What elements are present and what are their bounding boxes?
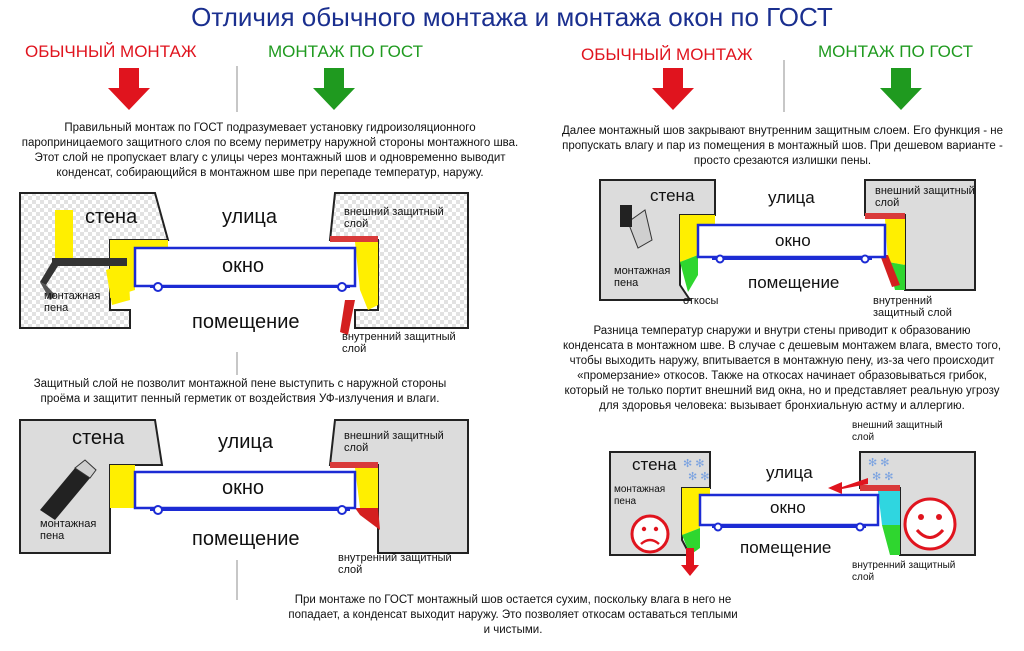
- label-inner-layer: внутренний защитный слой: [338, 552, 452, 576]
- label-street: улица: [222, 206, 277, 228]
- label-foam: монтажная пена: [44, 290, 101, 314]
- red-down-arrow-icon: [652, 68, 694, 110]
- label-window: окно: [222, 255, 265, 277]
- label-foam: монтажная пена: [614, 484, 666, 507]
- label-window: окно: [775, 231, 811, 250]
- diagram-1: [19, 192, 469, 335]
- smiley-face-icon: [903, 497, 957, 551]
- label-street: улица: [218, 431, 273, 453]
- label-outer-layer: внешний защитный слой: [875, 185, 975, 209]
- label-outer-layer: внешний защитный слой: [852, 420, 943, 443]
- moisture-down-arrow-icon: [681, 548, 699, 576]
- snowflake-icon: ✻ ✻✻ ✻ ✻ ✻✻ ✻: [683, 457, 894, 483]
- header-ordinary-left: ОБЫЧНЫЙ МОНТАЖ: [25, 42, 197, 61]
- label-inner-layer: внутренний защитный слой: [852, 560, 956, 583]
- diagram-2: [19, 419, 469, 554]
- page-title: Отличия обычного монтажа и монтажа окон …: [191, 2, 833, 32]
- diagram-4: ✻ ✻✻ ✻ ✻ ✻✻ ✻: [609, 451, 976, 576]
- green-down-arrow-icon: [880, 68, 922, 110]
- utility-knife-icon: [40, 459, 97, 520]
- paragraph-5: При монтаже по ГОСТ монтажный шов остает…: [288, 594, 738, 636]
- label-window: окно: [770, 498, 806, 517]
- header-gost-left: МОНТАЖ ПО ГОСТ: [268, 42, 423, 61]
- label-room: помещение: [740, 538, 832, 557]
- label-room: помещение: [748, 273, 840, 292]
- label-foam: монтажная пена: [40, 518, 97, 542]
- svg-text:✻ ✻: ✻ ✻: [868, 457, 890, 469]
- label-wall: стена: [650, 186, 695, 205]
- label-slopes: откосы: [683, 295, 719, 307]
- svg-text:✻ ✻: ✻ ✻: [872, 471, 894, 483]
- sad-face-icon: [630, 514, 670, 554]
- label-window: окно: [222, 477, 265, 499]
- label-street: улица: [768, 188, 815, 207]
- paragraph-4: Разница температур снаружи и внутри стен…: [562, 325, 1002, 412]
- label-inner-layer: внутренний защитный слой: [342, 331, 456, 355]
- paragraph-1: Правильный монтаж по ГОСТ подразумевает …: [21, 122, 519, 179]
- label-foam: монтажная пена: [614, 265, 671, 289]
- header-ordinary-right: ОБЫЧНЫЙ МОНТАЖ: [581, 45, 753, 64]
- header-gost-right: МОНТАЖ ПО ГОСТ: [818, 42, 973, 61]
- label-wall: стена: [632, 455, 677, 474]
- label-outer-layer: внешний защитный слой: [344, 206, 444, 230]
- paragraph-2: Защитный слой не позволит монтажной пене…: [33, 378, 447, 405]
- green-down-arrow-icon: [313, 68, 355, 110]
- paragraph-3: Далее монтажный шов закрывают внутренним…: [561, 125, 1004, 167]
- label-street: улица: [766, 463, 813, 482]
- diagram-3: [599, 179, 976, 301]
- label-inner-layer: внутренний защитный слой: [873, 295, 952, 319]
- svg-text:✻ ✻: ✻ ✻: [688, 471, 710, 483]
- foam-gun-icon: [40, 258, 127, 300]
- label-wall: стена: [85, 206, 138, 228]
- svg-text:✻ ✻: ✻ ✻: [683, 458, 705, 470]
- spatula-icon: [620, 205, 653, 249]
- label-wall: стена: [72, 427, 125, 449]
- label-outer-layer: внешний защитный слой: [344, 430, 444, 454]
- moisture-out-arrow-icon: [828, 478, 868, 494]
- red-down-arrow-icon: [108, 68, 150, 110]
- label-room: помещение: [192, 311, 300, 333]
- label-room: помещение: [192, 528, 300, 550]
